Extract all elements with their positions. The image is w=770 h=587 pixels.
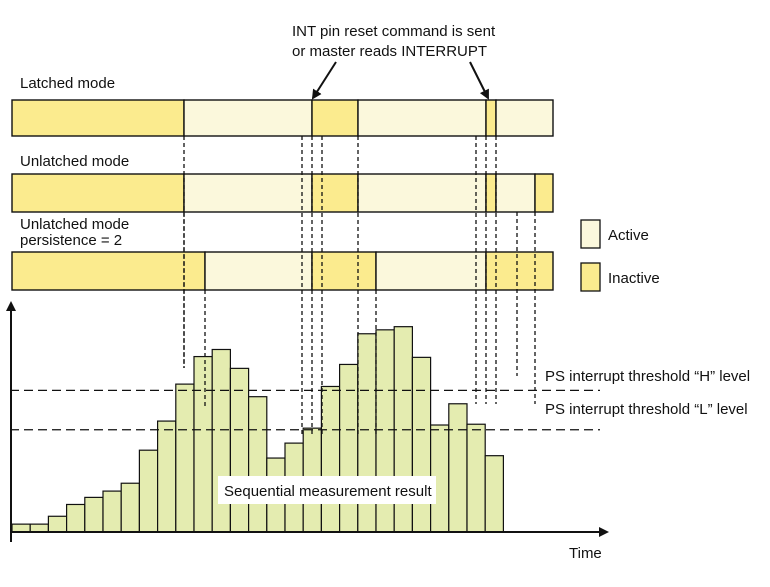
legend-active-swatch — [580, 219, 601, 249]
row-label-latched: Latched mode — [20, 75, 115, 92]
annotation-arrow-right — [469, 61, 489, 100]
segment-inactive — [485, 173, 497, 213]
row-label-unlatched: Unlatched mode — [20, 153, 129, 170]
latched-mode-row — [11, 99, 554, 137]
row-label-persistence-2: persistence = 2 — [20, 232, 122, 249]
measurement-bar — [65, 503, 86, 533]
measurement-bar — [211, 348, 231, 533]
measurement-bar — [47, 515, 68, 533]
chart-label: Sequential measurement result — [224, 483, 432, 500]
transition-guides — [183, 136, 536, 436]
measurement-bar — [29, 523, 50, 533]
measurement-bar — [229, 367, 250, 533]
segment-inactive — [11, 99, 185, 137]
measurement-bar — [466, 423, 486, 533]
persistence-mode-row — [11, 251, 554, 291]
annotation-arrow-left — [311, 61, 337, 100]
measurement-bar — [339, 363, 359, 533]
segment-inactive — [311, 99, 359, 137]
chart-label-box — [218, 476, 436, 504]
unlatched-mode-row — [11, 173, 554, 213]
threshold-l-label: PS interrupt threshold “L” level — [545, 401, 748, 418]
legend-inactive-swatch — [580, 262, 601, 292]
measurement-bar — [138, 449, 159, 533]
measurement-bar — [84, 496, 104, 533]
segment-inactive — [11, 173, 185, 213]
legend-inactive-label: Inactive — [608, 270, 660, 287]
measurement-bar — [11, 523, 31, 533]
segment-inactive — [485, 99, 497, 137]
measurement-bar — [484, 455, 505, 533]
measurement-bar — [448, 403, 468, 533]
measurement-bar — [102, 490, 122, 533]
segment-active — [495, 99, 554, 137]
measurement-bar — [193, 355, 213, 533]
measurement-bar — [320, 385, 341, 533]
segment-inactive — [11, 251, 206, 291]
segment-inactive — [311, 173, 359, 213]
row-label-persistence-1: Unlatched mode — [20, 216, 129, 233]
segment-inactive — [485, 251, 554, 291]
segment-inactive — [534, 173, 554, 213]
measurement-bar — [175, 383, 195, 533]
x-axis-label: Time — [569, 545, 602, 562]
segment-active — [183, 173, 313, 213]
segment-active — [495, 173, 536, 213]
annotation-line-2: or master reads INTERRUPT — [292, 43, 487, 60]
measurement-bar — [157, 420, 177, 533]
measurement-bar — [120, 482, 140, 533]
legend-active-label: Active — [608, 227, 649, 244]
annotation-line-1: INT pin reset command is sent — [292, 23, 496, 40]
segment-active — [183, 99, 313, 137]
segment-active — [375, 251, 487, 291]
segment-active — [204, 251, 313, 291]
threshold-h-label: PS interrupt threshold “H” level — [545, 368, 750, 385]
measurement-bar — [248, 396, 268, 533]
measurement-bar — [411, 356, 432, 533]
segment-active — [357, 173, 487, 213]
segment-active — [357, 99, 487, 137]
